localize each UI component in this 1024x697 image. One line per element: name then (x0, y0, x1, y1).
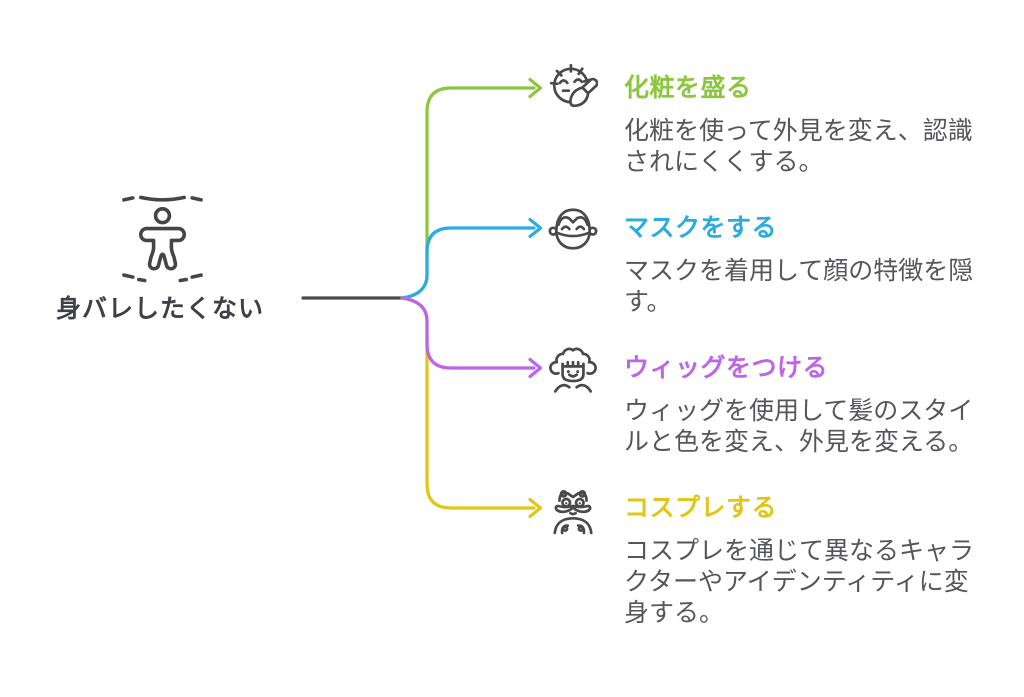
wig-face-icon (549, 347, 597, 393)
root-node-label: 身バレしたくない (55, 295, 264, 323)
edge-makeup (400, 86, 536, 300)
branch-makeup-title: 化粧を盛る (624, 74, 752, 102)
arrowhead-mask-icon (528, 217, 543, 239)
arrowhead-wig-icon (528, 357, 543, 379)
branch-cosplay-description: コスプレを通じて異なるキャラ クターやアイデンティティに変 身する。 (624, 537, 975, 627)
edge-cosplay (400, 296, 536, 510)
anonymous-person-icon (122, 195, 203, 283)
edge-mask (400, 226, 536, 300)
arrowhead-makeup-icon (528, 77, 543, 99)
branch-wig-description: ウィッグを使用して髪のスタイ ルと色を変え、外見を変える。 (624, 397, 974, 456)
masked-face-icon (548, 208, 598, 250)
branch-wig: ウィッグをつける ウィッグを使用して髪のスタイ ルと色を変え、外見を変える。 (624, 353, 1020, 458)
branch-wig-title: ウィッグをつける (624, 354, 829, 382)
branch-mask: マスクをする マスクを着用して顔の特徴を隠 す。 (624, 213, 1020, 318)
branch-mask-description: マスクを着用して顔の特徴を隠 す。 (624, 257, 974, 316)
branch-makeup-description: 化粧を使って外見を変え、認識 されにくくする。 (624, 117, 973, 176)
branch-cosplay-title: コスプレする (624, 494, 778, 522)
disguise-face-icon (553, 489, 593, 535)
branch-makeup: 化粧を盛る 化粧を使って外見を変え、認識 されにくくする。 (624, 73, 1020, 178)
branch-cosplay: コスプレする コスプレを通じて異なるキャラ クターやアイデンティティに変 身する… (624, 493, 1020, 629)
branch-mask-title: マスクをする (624, 214, 778, 242)
arrowhead-cosplay-icon (528, 497, 543, 519)
makeup-brush-face-icon (549, 63, 598, 108)
edge-wig (400, 296, 536, 370)
